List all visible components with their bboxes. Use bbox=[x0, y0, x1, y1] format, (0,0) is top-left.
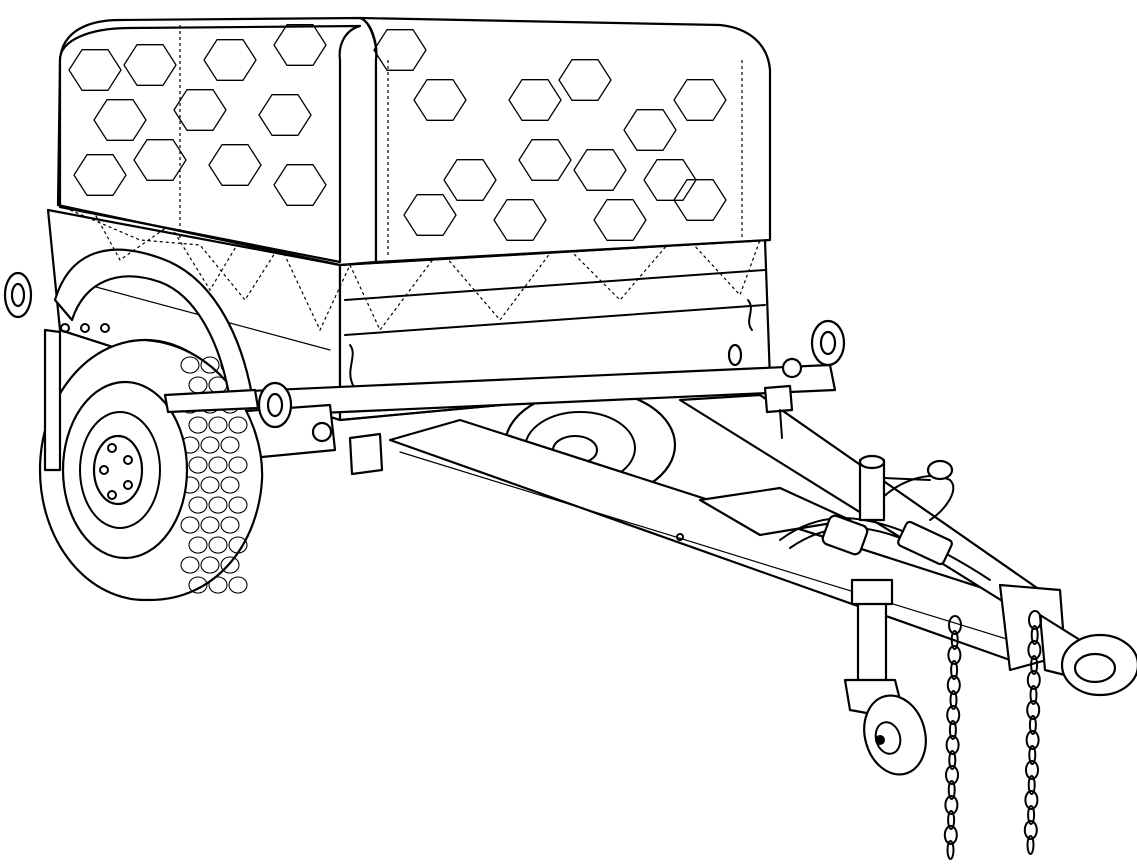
cover-hexagon bbox=[623, 109, 677, 151]
tyre-tread-block bbox=[220, 556, 240, 574]
net-lashing bbox=[69, 204, 761, 332]
cover-hexagon bbox=[518, 139, 572, 181]
cover-hexagon bbox=[273, 24, 327, 66]
lifting-eyes bbox=[3, 271, 846, 443]
cover-hexagon bbox=[273, 164, 327, 206]
chain-link bbox=[948, 720, 957, 740]
cover-hexagon bbox=[123, 44, 177, 86]
chain-link bbox=[1025, 730, 1040, 750]
tyre-tread-block bbox=[188, 416, 208, 434]
tyre-tread-block bbox=[208, 496, 228, 514]
chain-link bbox=[950, 660, 959, 680]
tyre-tread-block bbox=[200, 356, 220, 374]
cover-hexagon bbox=[73, 154, 127, 196]
tyre-tread-block bbox=[208, 416, 228, 434]
tyre-tread-block bbox=[188, 456, 208, 474]
safety-chains bbox=[943, 610, 1042, 860]
cover-hexagon bbox=[413, 79, 467, 121]
chain-link bbox=[1025, 760, 1039, 780]
chain-link bbox=[947, 645, 962, 665]
tyre-tread-block bbox=[228, 496, 248, 514]
tyre-tread-block bbox=[180, 556, 200, 574]
tyre-tread-block bbox=[220, 516, 240, 534]
cover-hexagon bbox=[373, 29, 427, 71]
tyre-tread-block bbox=[228, 576, 248, 594]
chain-link bbox=[1030, 625, 1039, 645]
tyre-tread-block bbox=[200, 556, 220, 574]
canvas-cover bbox=[56, 16, 772, 267]
chain-link bbox=[1026, 670, 1041, 690]
tyre-tread-block bbox=[200, 476, 220, 494]
tyre-tread-block bbox=[208, 576, 228, 594]
tyre-tread-block bbox=[220, 436, 240, 454]
chain-link bbox=[946, 705, 961, 725]
chain-link bbox=[944, 795, 959, 815]
cover-hexagon bbox=[558, 59, 612, 101]
chain-link bbox=[1028, 610, 1042, 630]
reflector-right bbox=[763, 384, 794, 414]
cover-hexagon bbox=[443, 159, 497, 201]
electrical-plug bbox=[779, 475, 991, 581]
drawbar bbox=[388, 393, 1067, 672]
chain-link bbox=[945, 735, 960, 755]
chain-link bbox=[948, 615, 962, 635]
chain-link bbox=[1028, 745, 1037, 765]
tyre-tread-block bbox=[188, 536, 208, 554]
chain-link bbox=[1023, 820, 1038, 840]
reflector-left bbox=[348, 432, 384, 476]
mudguard bbox=[43, 248, 260, 472]
chain-link bbox=[947, 810, 956, 830]
jack-handle bbox=[858, 454, 954, 522]
chain-link bbox=[1028, 715, 1037, 735]
cover-hexagon bbox=[643, 159, 697, 201]
cover-hexagon bbox=[208, 144, 262, 186]
tyre-tread-block bbox=[228, 456, 248, 474]
tyre-tread-block bbox=[200, 436, 220, 454]
chain-link bbox=[943, 825, 958, 845]
chain-link bbox=[948, 750, 957, 770]
tyre-tread-block bbox=[228, 536, 248, 554]
cover-hexagon bbox=[258, 94, 312, 136]
cover-hexagon bbox=[573, 149, 627, 191]
cover-hexagon bbox=[673, 79, 727, 121]
cover-hexagon bbox=[593, 199, 647, 241]
chain-link bbox=[1027, 775, 1036, 795]
towing-eye bbox=[1038, 613, 1137, 697]
chain-link bbox=[1027, 805, 1036, 825]
chain-link bbox=[1030, 655, 1039, 675]
cover-hexagon bbox=[93, 99, 147, 141]
cover-hexagon bbox=[203, 39, 257, 81]
chain-link bbox=[950, 630, 959, 650]
tyre-tread-block bbox=[188, 576, 208, 594]
chain-link bbox=[947, 780, 956, 800]
cover-hexagon bbox=[173, 89, 227, 131]
cover-hexagon bbox=[493, 199, 547, 241]
cover-hexagon bbox=[508, 79, 562, 121]
chain-link bbox=[1024, 790, 1039, 810]
chain-link bbox=[946, 840, 955, 860]
chain-link bbox=[1027, 640, 1042, 660]
chain-link bbox=[949, 690, 958, 710]
chain-link bbox=[1026, 835, 1035, 855]
cover-hexagon bbox=[403, 194, 457, 236]
tyre-tread-block bbox=[200, 516, 220, 534]
tyre-tread-block bbox=[228, 416, 248, 434]
tyre-tread-block bbox=[180, 356, 200, 374]
tyre-tread-block bbox=[208, 536, 228, 554]
chain-link bbox=[945, 765, 959, 785]
cover-hexagon bbox=[133, 139, 187, 181]
cover-hexagon bbox=[673, 179, 727, 221]
cover-hexagon bbox=[68, 49, 122, 91]
chain-link bbox=[1026, 700, 1041, 720]
tyre-tread-block bbox=[208, 456, 228, 474]
chain-link bbox=[946, 675, 961, 695]
tyre-tread-block bbox=[188, 496, 208, 514]
jockey-wheel bbox=[843, 578, 927, 776]
chain-link bbox=[1029, 685, 1038, 705]
tyre-tread-block bbox=[220, 476, 240, 494]
tyre-tread-block bbox=[180, 516, 200, 534]
